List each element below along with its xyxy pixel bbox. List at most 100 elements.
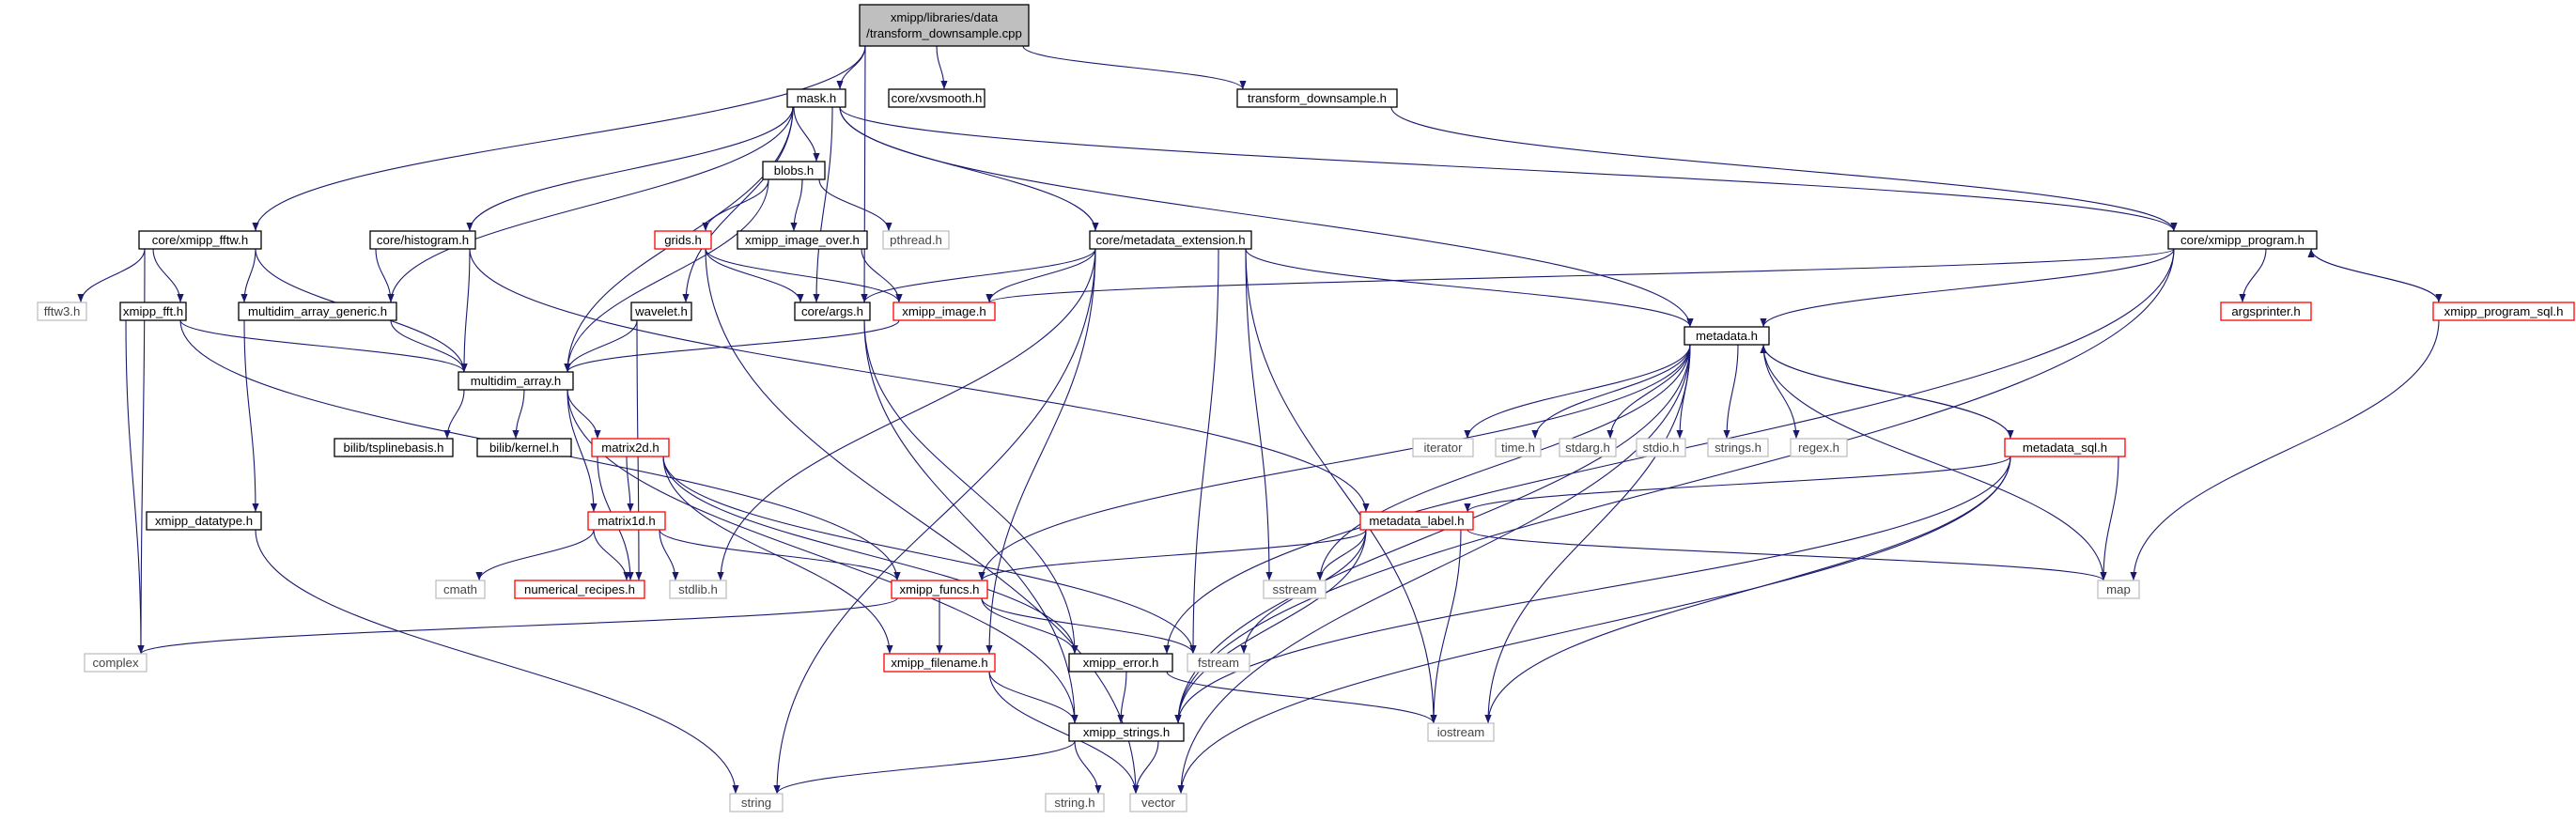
edge-datatype-to-string [255,529,739,795]
node-vector: vector [1129,793,1187,812]
node-xmipp-strings[interactable]: xmipp_strings.h [1068,722,1185,742]
node-xmipp-fft[interactable]: xmipp_fft.h [119,302,187,321]
node-box [737,230,868,250]
node-metadata-ext[interactable]: core/metadata_extension.h [1089,230,1252,250]
node-box [2220,302,2312,321]
edge-filename-to-vector [988,671,1140,795]
node-label: fftw3.h [44,304,81,318]
edge-metadata-h-to-vector [1177,344,1691,795]
node-wavelet[interactable]: wavelet.h [630,302,692,321]
edge-xmipp-strings-to-string [773,740,1076,795]
edge-metadata-h-to-map [1762,344,2107,581]
node-multidim[interactable]: multidim_array.h [458,371,574,391]
node-label: core/xvsmooth.h [892,91,983,105]
node-box [476,438,572,457]
node-root[interactable]: xmipp/libraries/data/transform_downsampl… [859,4,1030,47]
node-numrec[interactable]: numerical_recipes.h [514,580,645,599]
edge-image-over-to-xmipp-image [861,248,903,303]
node-label: iostream [1437,725,1485,739]
edge-blobs-to-pthread [818,178,892,232]
edge-xmipp-funcs-to-xmipp-error [981,597,1079,655]
node-label: argsprinter.h [2231,304,2300,318]
node-label: mask.h [797,91,837,105]
node-stdarg: stdarg.h [1559,438,1617,457]
node-argsprinter[interactable]: argsprinter.h [2220,302,2312,321]
edge-xmipp-fft-to-complex [125,319,145,655]
node-pthread: pthread.h [882,230,950,250]
node-datatype[interactable]: xmipp_datatype.h [146,511,262,531]
node-fftw3: fftw3.h [37,302,87,321]
node-label: xmipp/libraries/data [891,10,999,24]
node-box [1089,230,1252,250]
edge-xmipp-funcs-to-fstream [981,597,1197,655]
node-xmipp-error[interactable]: xmipp_error.h [1068,653,1173,673]
node-grids[interactable]: grids.h [654,230,712,250]
node-histogram[interactable]: core/histogram.h [369,230,476,250]
edge-xmipp-error-to-iostream [1166,671,1437,724]
edge-metadata-ext-to-xmipp-image [985,248,1096,303]
node-tspline[interactable]: bilib/tsplinebasis.h [334,438,454,457]
node-box [37,302,87,321]
node-box [786,88,846,108]
edge-metadata-h-to-xmipp-strings [1174,344,1691,724]
node-mask-h[interactable]: mask.h [786,88,846,108]
edge-metadata-h-to-sstream [1316,344,1691,581]
node-program-sql[interactable]: xmipp_program_sql.h [2432,302,2575,321]
node-regex: regex.h [1790,438,1848,457]
node-kernel[interactable]: bilib/kernel.h [476,438,572,457]
node-mag[interactable]: multidim_array_generic.h [238,302,397,321]
node-box [1068,653,1173,673]
edge-metadata-ext-to-metadata-h [1245,248,1694,328]
node-box [146,511,262,531]
node-filename[interactable]: xmipp_filename.h [883,653,996,673]
node-xmipp-fftw[interactable]: core/xmipp_fftw.h [138,230,262,250]
node-xvsmooth[interactable]: core/xvsmooth.h [888,88,985,108]
node-box [1684,326,1770,346]
node-matrix1d[interactable]: matrix1d.h [587,511,666,531]
edge-blobs-to-multidim [564,178,769,373]
edge-metadata-sql-to-metadata-label [1464,456,2011,513]
edge-metadata-sql-to-metadata-h [1760,344,2011,440]
node-xmipp-image[interactable]: xmipp_image.h [892,302,996,321]
node-label: matrix2d.h [601,441,660,455]
node-box [892,302,996,321]
edge-xmipp-program-to-xmipp-strings [1174,248,2175,724]
node-core-args[interactable]: core/args.h [794,302,871,321]
edge-blobs-to-image-over [790,178,803,232]
node-label: grids.h [664,233,702,247]
edge-xmipp-fftw-to-fftw3 [77,248,146,303]
node-xmipp-funcs[interactable]: xmipp_funcs.h [891,580,988,599]
edge-metadata-ext-to-iostream [1245,248,1437,724]
edge-root-to-xvsmooth [936,45,948,90]
node-xmipp-program[interactable]: core/xmipp_program.h [2167,230,2318,250]
node-matrix2d[interactable]: matrix2d.h [591,438,670,457]
edge-mag-to-multidim [390,319,468,373]
node-box [1427,722,1495,742]
node-metadata-h[interactable]: metadata.h [1684,326,1770,346]
node-label: sstream [1273,582,1317,596]
edge-metadata-h-to-stdarg [1606,344,1691,440]
node-blobs[interactable]: blobs.h [762,161,826,180]
node-label: bilib/tsplinebasis.h [343,441,443,455]
node-label: complex [92,656,139,670]
node-image-over[interactable]: xmipp_image_over.h [737,230,868,250]
edge-mask-h-to-metadata-h [839,106,1694,328]
node-time-h: time.h [1495,438,1542,457]
edge-xmipp-fftw-to-xmipp-fft [152,248,184,303]
edge-metadata-ext-to-core-args [861,248,1096,303]
node-metadata-label[interactable]: metadata_label.h [1359,511,1474,531]
edge-xmipp-program-to-argsprinter [2239,248,2267,303]
node-box [1636,438,1686,457]
node-label: stdio.h [1643,441,1680,455]
node-label: multidim_array_generic.h [248,304,387,318]
edge-matrix2d-to-matrix1d [626,456,634,513]
edge-metadata-ext-to-stdlib [717,248,1096,581]
node-string: string [729,793,784,812]
node-label: /transform_downsample.cpp [866,26,1022,40]
node-box [514,580,645,599]
node-box [669,580,727,599]
node-box [883,653,996,673]
node-tds-h[interactable]: transform_downsample.h [1236,88,1398,108]
edge-histogram-to-metadata-label [469,248,1370,513]
node-metadata-sql[interactable]: metadata_sql.h [2004,438,2126,457]
